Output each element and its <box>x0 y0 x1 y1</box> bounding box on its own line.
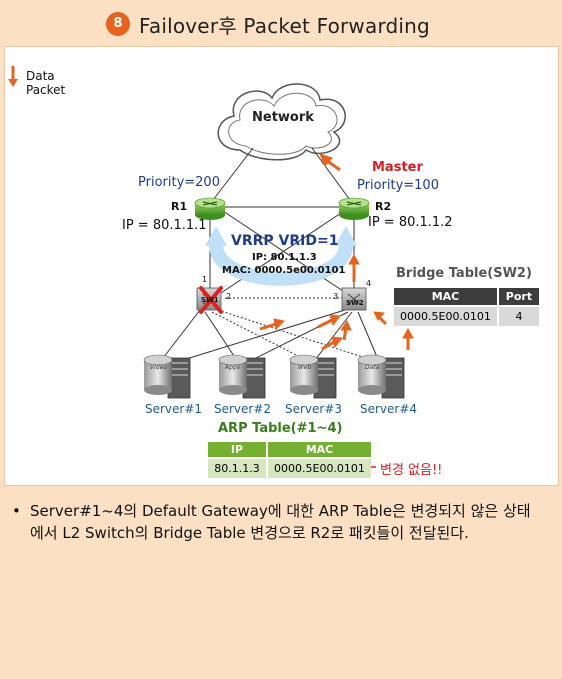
bridge-header-mac: MAC <box>394 288 497 305</box>
network-label: Network <box>252 110 314 125</box>
server-2-icon <box>218 354 266 399</box>
bridge-cell-port: 4 <box>498 307 539 326</box>
r2-ip: IP = 80.1.1.2 <box>368 215 453 230</box>
r2-priority: Priority=100 <box>357 178 439 193</box>
packet-arrow-icon <box>321 336 343 351</box>
arp-header-ip: IP <box>208 442 266 457</box>
server-3-tag: Web <box>298 364 312 371</box>
server-1-icon <box>143 354 191 399</box>
sw2-switch-icon <box>341 287 367 311</box>
bridge-cell-mac: 0000.5E00.0101 <box>394 307 497 326</box>
sw2-port-3: 3 <box>333 292 339 301</box>
packet-arrow-icon <box>373 311 388 326</box>
network-links <box>159 147 381 365</box>
vrrp-mac: MAC: 0000.5e00.0101 <box>222 265 346 276</box>
bullet-marker-icon: • <box>12 502 21 520</box>
server-1-tag: Video <box>150 364 167 371</box>
bullet-item: • Server#1~4의 Default Gateway에 대한 ARP Ta… <box>12 500 542 544</box>
server-2-label: Server#2 <box>214 402 272 416</box>
packet-arrow-icon <box>340 319 352 341</box>
bullet-text: Server#1~4의 Default Gateway에 대한 ARP Tabl… <box>30 502 531 542</box>
server-1-label: Server#1 <box>145 402 203 416</box>
sw1-label: SW1 <box>201 296 219 304</box>
server-4-label: Server#4 <box>360 402 418 416</box>
arp-header-mac: MAC <box>268 442 371 457</box>
sw1-port-2: 2 <box>226 292 232 301</box>
vrrp-ip: IP: 80.1.1.3 <box>252 252 317 263</box>
bridge-table-title: Bridge Table(SW2) <box>396 266 532 281</box>
server-3-icon <box>289 354 337 399</box>
arp-table-title: ARP Table(#1~4) <box>218 421 343 436</box>
page-title: Failover후 Packet Forwarding <box>139 14 430 38</box>
r2-status: Master <box>372 160 423 175</box>
r2-router-icon <box>338 197 370 220</box>
r1-name: R1 <box>171 200 188 213</box>
arp-cell-ip: 80.1.1.3 <box>208 459 266 478</box>
arp-table: IP MAC 80.1.1.3 0000.5E00.0101 <box>206 440 373 480</box>
r1-router-icon <box>194 197 226 220</box>
bridge-header-port: Port <box>498 288 539 305</box>
legend-arrow-icon <box>8 66 18 87</box>
packet-arrow-icon <box>348 253 360 282</box>
legend-label: Data Packet <box>26 69 66 97</box>
network-cloud-icon <box>217 83 346 161</box>
server-2-tag: Apps <box>225 364 240 371</box>
server-3-label: Server#3 <box>285 402 343 416</box>
packet-arrow-icon <box>259 318 286 331</box>
sw2-label: SW2 <box>346 299 364 307</box>
arp-cell-mac: 0000.5E00.0101 <box>268 459 371 478</box>
bridge-table: MAC Port 0000.5E00.0101 4 <box>392 286 541 328</box>
packet-arrow-icon <box>317 314 341 329</box>
data-packet-arrows <box>259 153 414 351</box>
r1-ip: IP = 80.1.1.1 <box>122 218 207 233</box>
vrrp-title: VRRP VRID=1 <box>231 233 339 249</box>
step-badge: 8 <box>106 12 130 36</box>
r2-name: R2 <box>375 200 392 213</box>
sw2-port-4: 4 <box>366 279 372 288</box>
server-4-tag: Data <box>365 364 380 371</box>
arp-note: 변경 없음!! <box>380 463 443 478</box>
packet-arrow-icon <box>402 327 414 350</box>
r1-priority: Priority=200 <box>138 175 220 190</box>
server-4-icon <box>357 354 405 399</box>
header: 8 Failover후 Packet Forwarding <box>0 0 562 46</box>
failed-switch-icon <box>199 286 223 314</box>
packet-arrow-icon <box>319 153 341 172</box>
vrrp-failover-arrow-icon <box>205 226 357 286</box>
sw1-port-1: 1 <box>202 275 208 284</box>
